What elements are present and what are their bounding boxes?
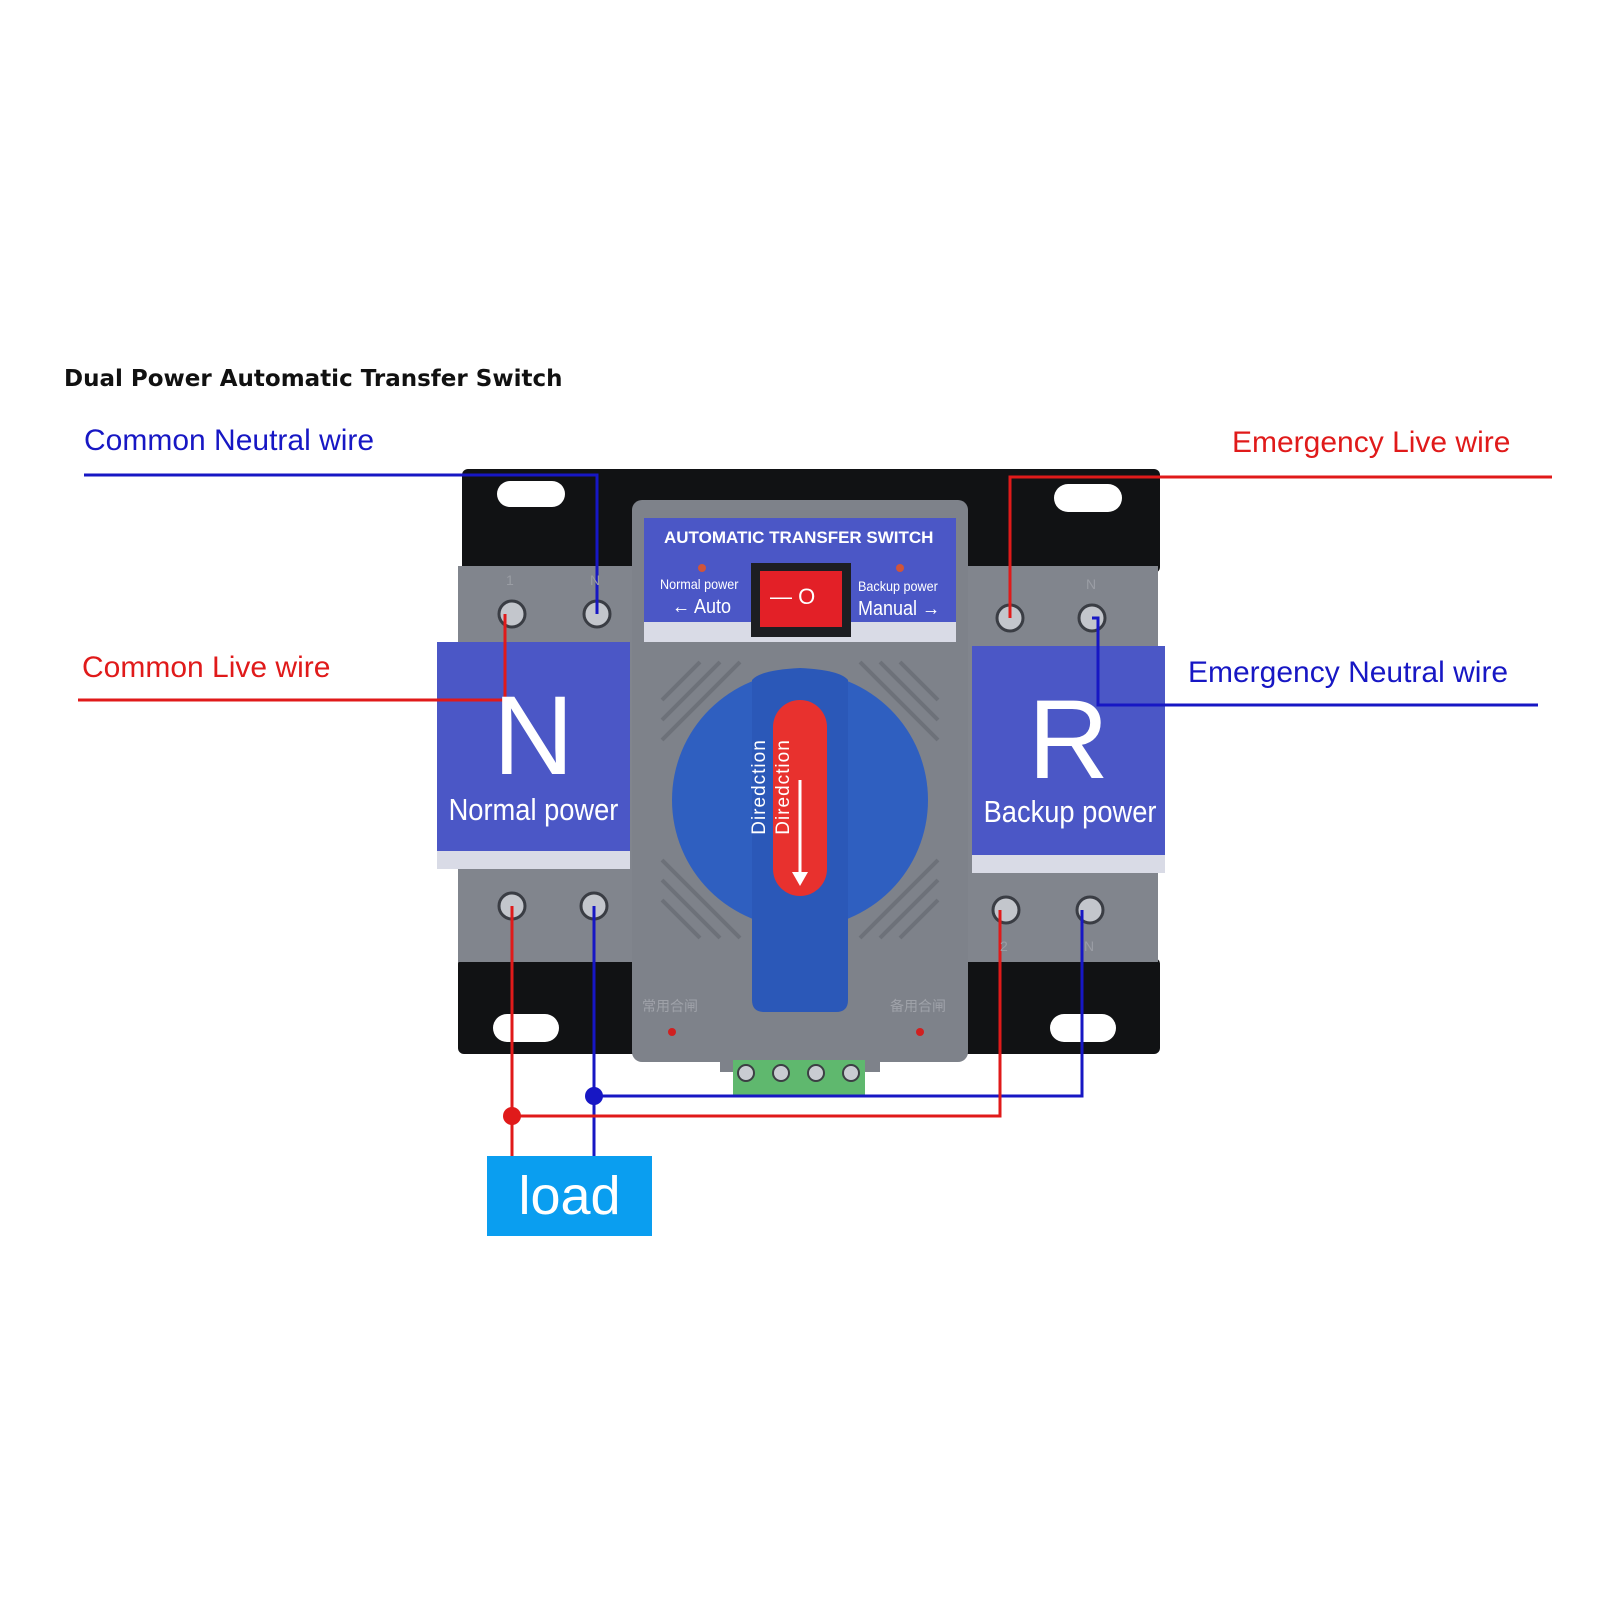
vent-left (660, 660, 742, 940)
right-blue-panel (972, 646, 1165, 872)
diagram-title: Dual Power Automatic Transfer Switch (64, 366, 563, 392)
normal-power-small: Normal power (660, 576, 739, 592)
manual-label: Manual → (858, 598, 941, 620)
terminal-label-n-right: N (1086, 576, 1097, 592)
terminal-label-1: 1 (506, 572, 514, 588)
left-panel-caption: Normal power (448, 792, 619, 827)
auto-label: ← Auto (672, 596, 732, 618)
chinese-label-right: 备用合闸 (890, 998, 946, 1014)
right-panel-strip (972, 855, 1165, 873)
mounting-slot-tr (1054, 484, 1122, 512)
left-panel-letter: N (493, 673, 574, 798)
backup-power-small: Backup power (858, 578, 938, 594)
rocker-label: — O (770, 584, 816, 609)
load-neutral-wire (592, 906, 1084, 1098)
label-common-neutral: Common Neutral wire (84, 424, 375, 457)
emergency-neutral-wire (1092, 616, 1538, 707)
common-neutral-wire (84, 473, 599, 614)
right-panel-letter: R (1028, 677, 1109, 802)
label-emergency-live: Emergency Live wire (1232, 426, 1511, 459)
rocker-switch (760, 571, 842, 627)
left-panel-strip (437, 851, 630, 869)
label-common-live: Common Live wire (82, 651, 331, 684)
device-header: AUTOMATIC TRANSFER SWITCH (664, 528, 934, 547)
emergency-live-wire (1008, 475, 1552, 618)
vent-right (858, 660, 940, 940)
mounting-slot-bl (493, 1014, 559, 1042)
terminal-label-n-left: N (590, 572, 601, 588)
load-box: load (487, 1156, 652, 1236)
handle-text-2: Diredction (772, 739, 794, 835)
live-junction (503, 1107, 521, 1125)
common-live-wire (78, 614, 507, 702)
label-emergency-neutral: Emergency Neutral wire (1188, 656, 1509, 689)
mounting-slot-tl (497, 481, 565, 507)
neutral-junction (585, 1087, 603, 1105)
terminal-label-n-bottom: N (1084, 938, 1095, 954)
chinese-label-left: 常用合闸 (642, 998, 698, 1014)
terminal-label-2: 2 (1000, 938, 1008, 954)
live-wires (78, 475, 1552, 1160)
green-terminal-block (733, 1060, 865, 1096)
load-live-wire (510, 906, 1002, 1118)
handle-text-1: Diredction (748, 739, 770, 835)
neutral-wires (84, 473, 1538, 1160)
left-blue-panel (437, 642, 630, 868)
right-panel-caption: Backup power (983, 794, 1157, 829)
